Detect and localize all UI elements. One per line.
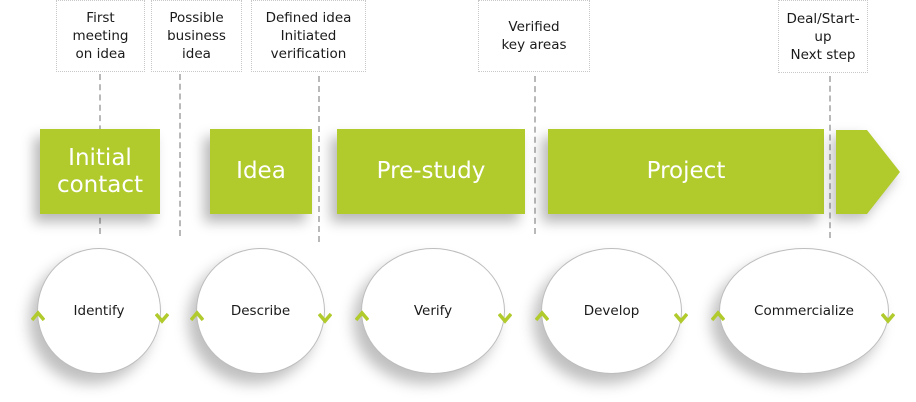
- activity-label: Commercialize: [754, 303, 854, 319]
- connector-line-3: [318, 76, 320, 242]
- chevron-down-icon: [881, 312, 895, 324]
- activity-label: Develop: [583, 303, 640, 319]
- phase-idea: Idea: [210, 129, 312, 214]
- chevron-up-icon: [355, 310, 369, 322]
- connector-line-2: [179, 74, 181, 236]
- phase-initial-contact: Initial contact: [40, 129, 160, 214]
- activity-label: Describe: [230, 303, 291, 319]
- chevron-down-icon: [498, 312, 512, 324]
- activity-verify: Verify: [361, 248, 505, 374]
- phase-pre-study: Pre-study: [337, 129, 525, 214]
- activity-label: Identify: [73, 303, 125, 319]
- phase-project: Project: [548, 129, 824, 214]
- chevron-up-icon: [31, 310, 45, 322]
- activity-commercialize: Commercialize: [719, 248, 889, 374]
- milestone-deal-startup: Deal/Start- up Next step: [778, 0, 868, 73]
- chevron-down-icon: [318, 312, 332, 324]
- activity-describe: Describe: [196, 248, 325, 374]
- activity-develop: Develop: [541, 248, 682, 374]
- connector-line-5: [829, 76, 831, 238]
- chevron-up-icon: [711, 310, 725, 322]
- milestone-verified-key-areas: Verified key areas: [478, 0, 590, 72]
- chevron-up-icon: [535, 310, 549, 322]
- chevron-down-icon: [674, 312, 688, 324]
- activity-identify: Identify: [37, 248, 161, 374]
- activity-label: Verify: [413, 303, 453, 319]
- connector-line-4: [534, 76, 536, 234]
- milestone-defined-idea: Defined idea Initiated verification: [251, 0, 366, 72]
- arrow-tip-icon: [836, 130, 900, 214]
- milestone-first-meeting: First meeting on idea: [56, 0, 145, 72]
- milestone-possible-business-idea: Possible business idea: [151, 0, 242, 72]
- chevron-up-icon: [190, 310, 204, 322]
- chevron-down-icon: [155, 312, 169, 324]
